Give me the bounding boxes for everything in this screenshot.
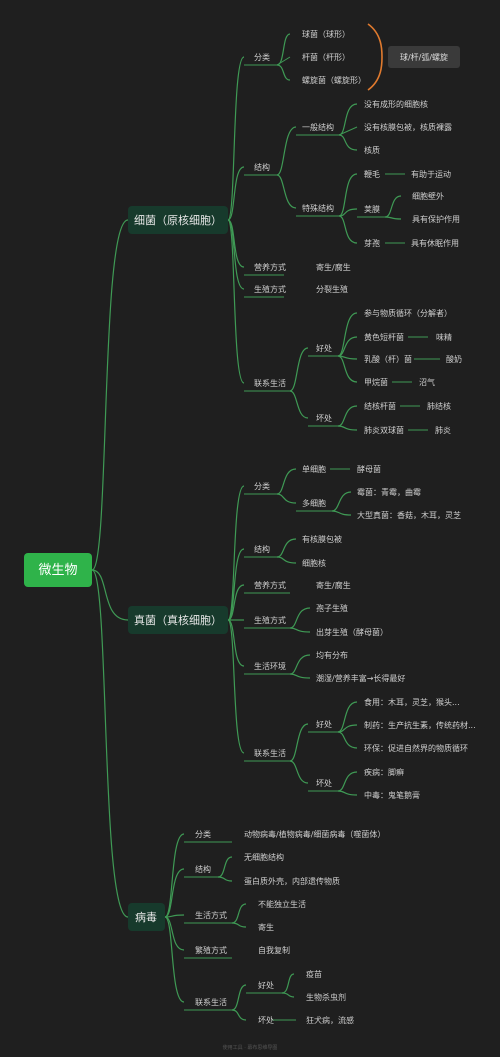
fungi-reproduction-2[interactable]: 出芽生殖（酵母菌） (316, 627, 388, 637)
virus-harm[interactable]: 坏处 (258, 1015, 274, 1025)
fungi-node[interactable] (128, 606, 228, 634)
bacteria-structure[interactable]: 结构 (254, 162, 270, 172)
fungi-structure-2[interactable]: 细胞核 (302, 558, 326, 568)
fungi-structure-1[interactable]: 有核膜包被 (302, 534, 342, 544)
bacteria-general-item-2[interactable]: 没有核膜包被，核质裸露 (364, 122, 452, 132)
bacteria-special-structure[interactable]: 特殊结构 (302, 203, 334, 213)
bacteria-life-relation[interactable]: 联系生活 (254, 378, 286, 388)
spore-function[interactable]: 具有休眠作用 (411, 238, 459, 248)
bacteria-classify[interactable]: 分类 (254, 52, 270, 62)
bacteria-nutrition[interactable]: 营养方式 (254, 262, 286, 272)
bacteria-benefit[interactable]: 好处 (316, 343, 332, 353)
fungi-harm-1[interactable]: 疾病：脚癣 (364, 767, 404, 777)
bacteria-general-item-3[interactable]: 核质 (364, 145, 380, 155)
virus-lifestyle-2[interactable]: 寄生 (258, 922, 274, 932)
virus-benefit-2[interactable]: 生物杀虫剂 (306, 992, 346, 1002)
bacteria-title: 细菌（原核细胞） (134, 213, 222, 227)
bacteria-shape-1[interactable]: 球菌（球形） (302, 29, 350, 39)
fungi-reproduction-1[interactable]: 孢子生殖 (316, 603, 348, 613)
bacteria-benefit-2[interactable]: 黄色短杆菌 (364, 332, 404, 342)
root-label: 微生物 (38, 563, 77, 578)
fungi-environment-1[interactable]: 均有分布 (316, 650, 348, 660)
fungi-multicellular-1[interactable]: 霉菌：青霉，曲霉 (357, 487, 421, 497)
bacteria-node[interactable] (128, 206, 228, 234)
bacteria-benefit-3[interactable]: 乳酸（杆）菌 (364, 354, 412, 364)
virus-lifestyle-1[interactable]: 不能独立生活 (258, 899, 306, 909)
fungi-benefit[interactable]: 好处 (316, 719, 332, 729)
fungi-classify[interactable]: 分类 (254, 481, 270, 491)
virus-title: 病毒 (135, 910, 157, 924)
virus-classify[interactable]: 分类 (195, 829, 211, 839)
fungi-benefit-3[interactable]: 环保：促进自然界的物质循环 (364, 743, 468, 753)
virus-life-relation[interactable]: 联系生活 (195, 997, 227, 1007)
capsule-item-2[interactable]: 具有保护作用 (412, 214, 460, 224)
bacteria-harm-2[interactable]: 肺炎双球菌 (364, 425, 404, 435)
bacteria-harm-1[interactable]: 结核杆菌 (364, 401, 396, 411)
bacteria-shape-2[interactable]: 杆菌（杆形） (302, 52, 350, 62)
fungi-environment-2[interactable]: 潮湿/营养丰富→长得最好 (316, 673, 405, 683)
virus-reproduction[interactable]: 繁殖方式 (195, 945, 227, 955)
shapes-summary: 球/杆/弧/螺旋 (400, 52, 448, 62)
virus-reproduction-value[interactable]: 自我复制 (258, 945, 290, 955)
root-node[interactable] (24, 553, 92, 587)
bacteria-benefit-3-product[interactable]: 酸奶 (446, 354, 462, 364)
footer-watermark: 使用工具 · 幕布思维导图 (223, 1044, 278, 1051)
bacteria-harm[interactable]: 坏处 (316, 413, 332, 423)
fungi-environment[interactable]: 生活环境 (254, 661, 286, 671)
virus-structure[interactable]: 结构 (195, 864, 211, 874)
fungi-branch: 分类 单细胞 酵母菌 多细胞 霉菌：青霉，曲霉 大型真菌：香菇，木耳，灵芝 结构… (254, 464, 476, 800)
virus-lifestyle[interactable]: 生活方式 (195, 910, 227, 920)
bacteria-benefit-4-product[interactable]: 沼气 (419, 377, 435, 387)
virus-branch: 分类 动物病毒/植物病毒/细菌病毒（噬菌体） 结构 无细胞结构 蛋白质外壳，内部… (195, 829, 385, 1025)
fungi-title: 真菌（真核细胞） (134, 613, 222, 627)
bacteria-reproduction-value[interactable]: 分裂生殖 (316, 284, 348, 294)
fungi-benefit-1[interactable]: 食用：木耳，灵芝，猴头... (364, 697, 460, 707)
bacteria-benefit-4[interactable]: 甲烷菌 (364, 377, 388, 387)
shapes-summary-box (388, 46, 460, 68)
flagellum[interactable]: 鞭毛 (364, 169, 380, 179)
bacteria-benefit-1[interactable]: 参与物质循环（分解者） (364, 308, 452, 318)
connectors (91, 33, 440, 1021)
fungi-harm[interactable]: 坏处 (316, 778, 332, 788)
fungi-multicellular[interactable]: 多细胞 (302, 498, 326, 508)
bacteria-branch: 分类 球菌（球形） 杆菌（杆形） 螺旋菌（螺旋形） 结构 一般结构 没有成形的细… (254, 29, 462, 435)
bacteria-harm-1-disease[interactable]: 肺结核 (427, 401, 451, 411)
spore[interactable]: 芽孢 (364, 238, 380, 248)
bacteria-harm-2-disease[interactable]: 肺炎 (435, 426, 451, 435)
summary-brace (367, 23, 383, 91)
flagellum-function[interactable]: 有助于运动 (411, 169, 451, 179)
virus-node[interactable] (128, 903, 165, 931)
fungi-harm-2[interactable]: 中毒：鬼笔鹅膏 (364, 790, 420, 800)
virus-benefit[interactable]: 好处 (258, 980, 274, 990)
fungi-structure[interactable]: 结构 (254, 544, 270, 554)
bacteria-general-structure[interactable]: 一般结构 (302, 122, 334, 132)
bacteria-general-item-1[interactable]: 没有成形的细胞核 (364, 99, 428, 109)
bacteria-benefit-2-product[interactable]: 味精 (436, 332, 452, 342)
bacteria-nutrition-value[interactable]: 寄生/腐生 (316, 262, 351, 272)
bacteria-shape-3[interactable]: 螺旋菌（螺旋形） (302, 75, 366, 85)
virus-structure-1[interactable]: 无细胞结构 (244, 852, 284, 862)
fungi-benefit-2[interactable]: 制药：生产抗生素，传统药材... (364, 720, 476, 730)
bacteria-reproduction[interactable]: 生殖方式 (254, 284, 286, 294)
fungi-life-relation[interactable]: 联系生活 (254, 748, 286, 758)
fungi-nutrition-value[interactable]: 寄生/腐生 (316, 580, 351, 590)
virus-structure-2[interactable]: 蛋白质外壳，内部遗传物质 (244, 876, 340, 886)
virus-harm-value[interactable]: 狂犬病，流感 (306, 1015, 354, 1025)
fungi-unicellular[interactable]: 单细胞 (302, 464, 326, 474)
fungi-reproduction[interactable]: 生殖方式 (254, 615, 286, 625)
fungi-multicellular-2[interactable]: 大型真菌：香菇，木耳，灵芝 (357, 510, 461, 520)
fungi-nutrition[interactable]: 营养方式 (254, 580, 286, 590)
fungi-unicellular-example[interactable]: 酵母菌 (357, 464, 381, 474)
capsule[interactable]: 荚膜 (364, 204, 380, 214)
virus-classify-value[interactable]: 动物病毒/植物病毒/细菌病毒（噬菌体） (244, 829, 385, 839)
virus-benefit-1[interactable]: 疫苗 (306, 969, 322, 979)
capsule-item-1[interactable]: 细胞壁外 (412, 191, 444, 201)
